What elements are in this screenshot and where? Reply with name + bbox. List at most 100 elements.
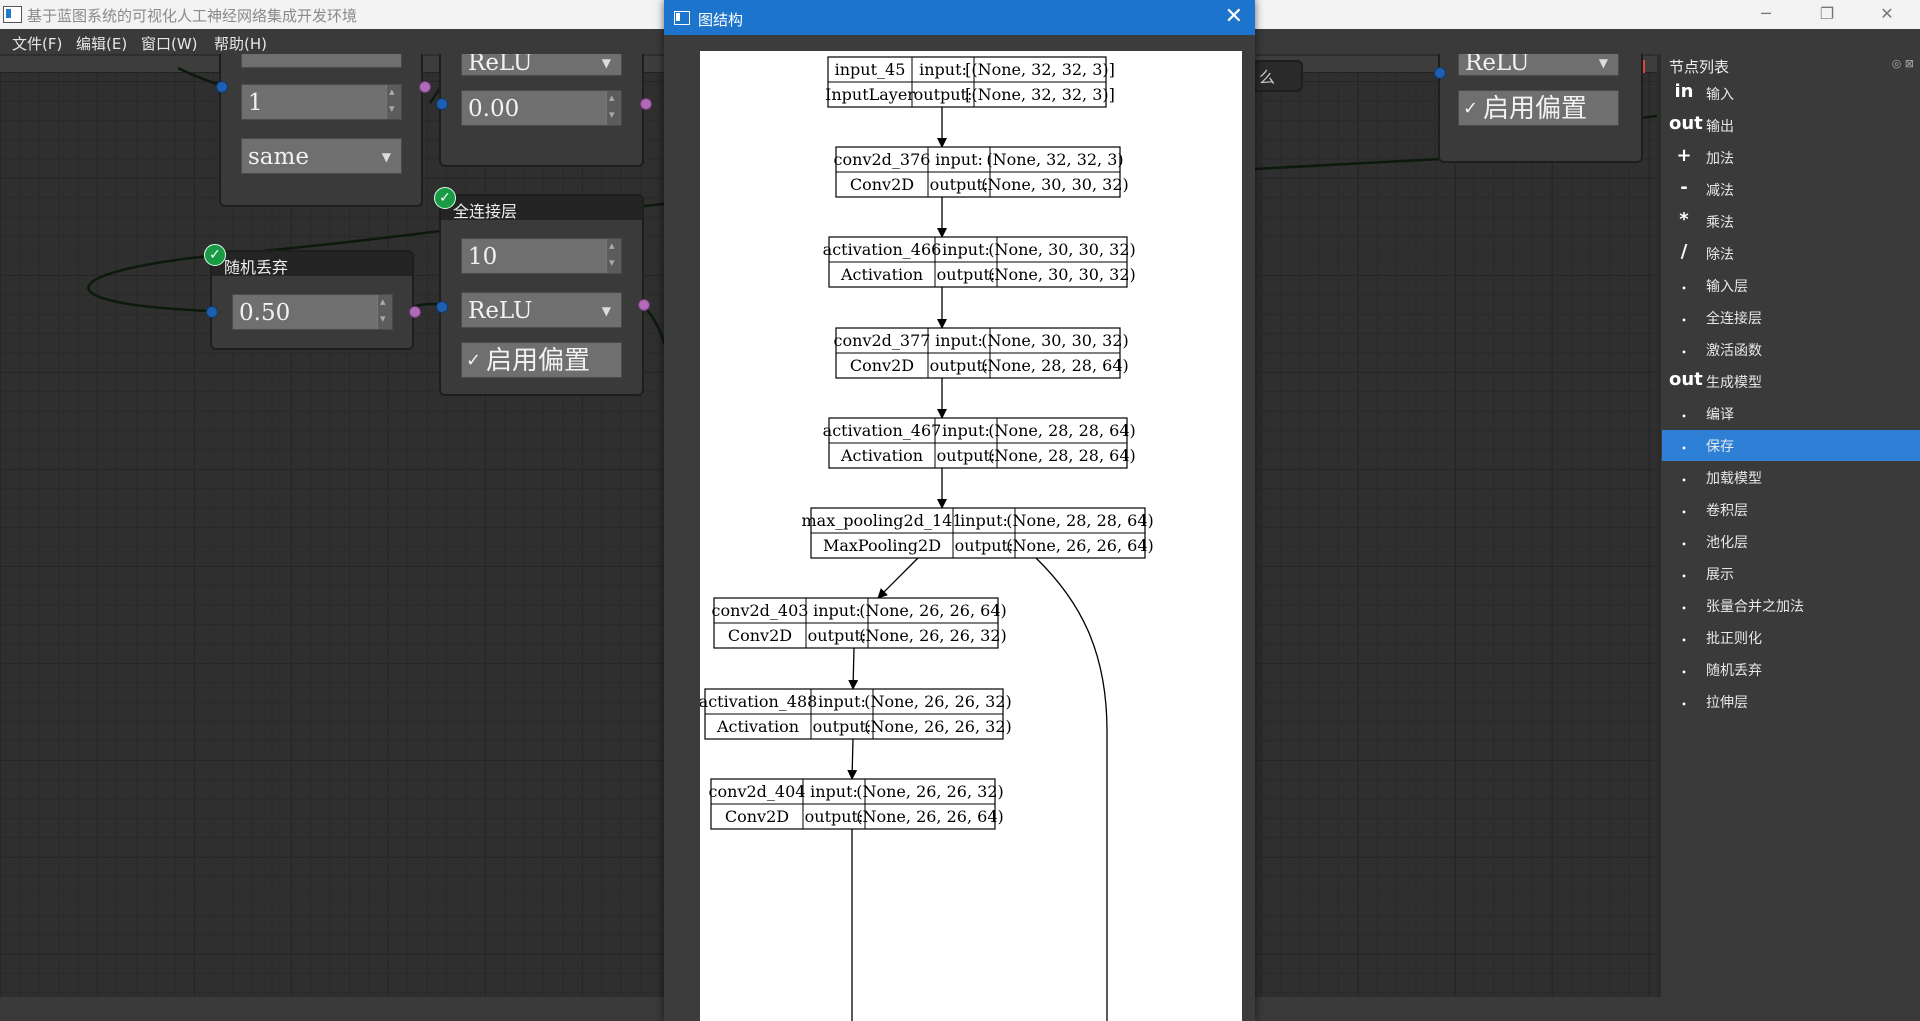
use-bias-checkbox-right[interactable]: ✓ 启用偏置 [1458,90,1619,126]
dropout-rate-spinbox[interactable]: 0.50 [232,284,393,337]
activation-combobox-top[interactable]: ReLU ▼ [461,54,622,76]
bullet-icon: • [1681,444,1687,453]
bullet-icon: • [1681,284,1687,293]
use-bias-checkbox[interactable]: ✓ 启用偏置 [461,342,622,378]
units-spin-arrows[interactable] [606,228,621,281]
output-label: output: [955,536,1014,555]
menu-window[interactable]: 窗口(W) [141,35,198,53]
output-label: output: [808,626,867,645]
close-window-button[interactable]: ✕ [1880,4,1894,23]
maximize-button[interactable]: ❐ [1819,4,1835,23]
slash-icon: / [1680,241,1688,262]
use-bias-label-right: 启用偏置 [1483,94,1588,124]
bullet-icon: • [1681,412,1687,421]
layer-name-label: activation_466 [823,240,942,259]
node-list-item[interactable]: •拉伸层 [1662,686,1920,717]
node-list-item-label: 随机丢弃 [1706,663,1762,679]
node-input-port[interactable] [436,98,448,110]
node-list-item[interactable]: •批正则化 [1662,622,1920,653]
dense-node-right[interactable]: ReLU ▼ ✓ 启用偏置 [1440,54,1641,161]
stride-spin-arrows[interactable] [386,74,401,127]
node-list-item[interactable]: • 输入层 [1662,270,1920,301]
layer-node: activation_466Activationinput:output:(No… [823,236,1136,288]
bullet-icon: • [1681,316,1687,325]
node-list-item[interactable]: •加载模型 [1662,462,1920,493]
layer-name-label: conv2d_377 [834,331,931,350]
dialog-close-icon[interactable]: ✕ [1224,4,1243,29]
node-output-port[interactable] [638,299,650,311]
node-list-item[interactable]: /除法 [1662,238,1920,269]
input-shape-label: (None, 30, 30, 32) [981,331,1128,350]
node-output-port[interactable] [419,81,431,93]
activation-node-partial[interactable]: ReLU ▼ 0.00 [441,54,642,165]
value-spin-arrows[interactable] [606,80,621,133]
bullet-icon: • [1681,540,1687,549]
node-list-item[interactable]: •激活函数 [1662,334,1920,365]
dialog-title-bar[interactable]: 图结构 ✕ [664,0,1255,35]
menu-file[interactable]: 文件(F) [12,35,63,53]
node-list-item[interactable]: • 池化层 [1662,526,1920,557]
padding-combobox[interactable]: same ▼ [241,138,402,174]
minimize-button[interactable]: ─ [1761,4,1771,23]
dense-node-title: 全连接层 [453,202,518,221]
dense-activation-combobox[interactable]: ReLU ▼ [461,292,622,328]
graph-edge-arrow [877,557,919,599]
output-shape-label: (None, 26, 26, 32) [859,626,1006,645]
dropout-node-header[interactable]: 随机丢弃 [212,252,412,277]
node-list-item-label: 输入层 [1706,279,1748,295]
node-list-item[interactable]: •卷积层 [1662,494,1920,525]
dense-node[interactable]: 全连接层 10 ReLU ▼ ✓ 启用偏置 [441,196,642,394]
output-shape-label: (None, 26, 26, 32) [864,717,1011,736]
input-label: input: [818,692,866,711]
node-input-port[interactable] [216,81,228,93]
node-list-item[interactable]: •展示 [1662,558,1920,589]
check-circle-icon: ✓ [434,187,456,209]
panel-float-close-icons[interactable]: ◎ ⊠ [1891,57,1914,70]
node-input-port[interactable] [206,306,218,318]
chevron-down-icon: ▼ [1598,56,1608,70]
node-list-item[interactable]: • 全连接层 [1662,302,1920,333]
node-output-port[interactable] [640,98,652,110]
dropout-spin-arrows[interactable] [377,284,392,337]
node-list-item[interactable]: • 保存 [1662,430,1920,461]
node-list-item-label: 全连接层 [1706,311,1762,327]
stride-spinbox[interactable]: 1 [241,74,402,127]
activation-combobox-right[interactable]: ReLU ▼ [1458,54,1619,76]
node-input-port[interactable] [1434,67,1446,79]
dense-node-header[interactable]: 全连接层 [441,196,642,221]
node-list-item[interactable]: -减法 [1662,174,1920,205]
node-list-item[interactable]: •编译 [1662,398,1920,429]
node-input-port[interactable] [436,301,448,313]
bullet-icon: • [1681,700,1687,709]
units-spinbox[interactable]: 10 [461,228,622,281]
value-spinbox[interactable]: 0.00 [461,80,622,133]
app-icon [3,6,22,23]
chevron-down-icon: ▼ [381,150,391,164]
node-list-item-label: 展示 [1706,567,1734,583]
node-list-item-label: 保存 [1706,439,1734,455]
node-list-item[interactable]: *乘法 [1662,206,1920,237]
node-output-port[interactable] [409,306,421,318]
node-list-item[interactable]: •张量合并之加法 [1662,590,1920,621]
menu-help[interactable]: 帮助(H) [214,35,267,53]
output-shape-label: (None, 30, 30, 32) [988,265,1135,284]
dropout-node[interactable]: 随机丢弃 0.50 [212,252,412,348]
partial-node-behind-dialog[interactable]: 么 [1255,62,1301,90]
conv-node-partial[interactable]: 1 same ▼ [221,54,421,205]
node-list-item[interactable]: +加法 [1662,142,1920,173]
layer-name-label: activation_467 [823,421,942,440]
layer-name-label: conv2d_376 [834,150,931,169]
input-label: input: [813,601,861,620]
menu-edit[interactable]: 编辑(E) [76,35,128,53]
node-list-item-label: 池化层 [1706,535,1748,551]
layer-type-label: Activation [840,265,923,284]
node-list-item[interactable]: •随机丢弃 [1662,654,1920,685]
conv-filters-field-partial[interactable] [241,54,402,68]
layer-name-label: input_45 [835,60,906,79]
input-label: input: [935,331,983,350]
